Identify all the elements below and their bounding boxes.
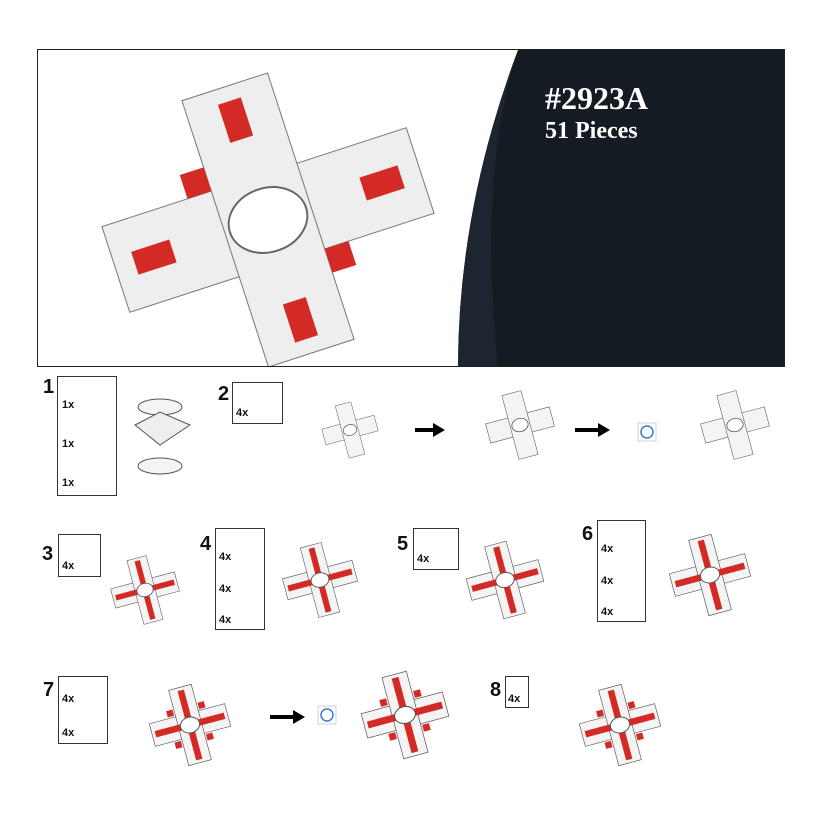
spinner-illustration xyxy=(148,683,232,767)
step-number-6: 6 xyxy=(582,523,594,545)
cross-part xyxy=(134,411,192,446)
rotate-icon xyxy=(637,422,657,442)
parts-box-step-7: 4x 4x xyxy=(58,676,108,744)
parts-box-step-8: 4x xyxy=(505,676,529,708)
spinner-illustration xyxy=(465,540,545,620)
brick xyxy=(197,701,206,710)
step-number-8: 8 xyxy=(490,679,502,701)
parts-box-step-5: 4x xyxy=(413,528,459,570)
part-qty: 1x xyxy=(62,438,75,450)
parts-box-step-3: 4x xyxy=(58,534,101,577)
brick xyxy=(379,698,388,707)
part-qty: 4x xyxy=(219,583,232,595)
brick xyxy=(422,723,431,732)
part-qty: 4x xyxy=(601,543,614,555)
brick xyxy=(342,424,358,436)
part-qty: 4x xyxy=(62,560,75,572)
part-qty: 4x xyxy=(62,693,75,705)
parts-box-step-6: 4x 4x 4x xyxy=(597,520,646,622)
part-qty: 1x xyxy=(62,477,75,489)
hero-background xyxy=(101,50,784,366)
step-number-7: 7 xyxy=(43,679,55,701)
rotate-icon xyxy=(640,425,654,439)
part-qty: 4x xyxy=(601,606,614,618)
step-number-5: 5 xyxy=(397,533,409,555)
brick xyxy=(388,732,397,741)
disc-part xyxy=(137,457,183,475)
step-number-2: 2 xyxy=(218,383,230,405)
brick xyxy=(136,582,154,598)
arrow-right-icon xyxy=(598,423,610,437)
arrow-right-icon xyxy=(293,710,305,724)
part-qty: 4x xyxy=(219,551,232,563)
parts-box-step-1: 1x 1x 1x xyxy=(57,376,117,496)
spinner-illustration xyxy=(282,542,358,618)
part-qty: 4x xyxy=(236,407,249,419)
spinner-model xyxy=(101,72,435,366)
step-number-3: 3 xyxy=(42,543,54,565)
spinner-illustration xyxy=(668,533,752,617)
parts-box-step-4: 4x 4x 4x xyxy=(215,528,265,630)
rotate-icon xyxy=(320,708,334,722)
brick xyxy=(635,732,644,741)
brick xyxy=(205,732,214,741)
spinner-illustration xyxy=(485,390,555,460)
spinner-illustration xyxy=(321,401,379,459)
part-qty: 4x xyxy=(62,727,75,739)
brick xyxy=(627,701,636,710)
part-qty: 4x xyxy=(219,614,232,626)
part-qty: 4x xyxy=(508,693,521,705)
brick xyxy=(609,716,631,734)
brick xyxy=(174,740,183,749)
part-qty: 4x xyxy=(417,553,430,565)
brick xyxy=(726,417,744,433)
spinner-illustration xyxy=(700,390,770,460)
step-number-1: 1 xyxy=(43,376,55,398)
spinner-illustration xyxy=(578,683,662,767)
product-hero: #2923A 51 Pieces xyxy=(37,49,785,367)
product-number: #2923A xyxy=(545,80,649,116)
parts-box-step-2: 4x xyxy=(232,382,283,424)
brick xyxy=(179,716,201,734)
brick xyxy=(604,740,613,749)
brick xyxy=(699,566,721,584)
brick xyxy=(413,689,422,698)
step-number-4: 4 xyxy=(200,533,212,555)
brick xyxy=(394,705,416,725)
brick xyxy=(511,417,529,433)
part-qty: 1x xyxy=(62,399,75,411)
brick xyxy=(166,709,175,718)
arrow-right-icon xyxy=(433,423,445,437)
rotate-icon xyxy=(317,705,337,725)
piece-count: 51 Pieces xyxy=(545,118,638,144)
spinner-illustration xyxy=(110,555,180,625)
part-qty: 4x xyxy=(601,575,614,587)
brick xyxy=(310,572,330,588)
brick xyxy=(596,709,605,718)
brick xyxy=(495,571,515,589)
spinner-illustration xyxy=(360,670,450,760)
